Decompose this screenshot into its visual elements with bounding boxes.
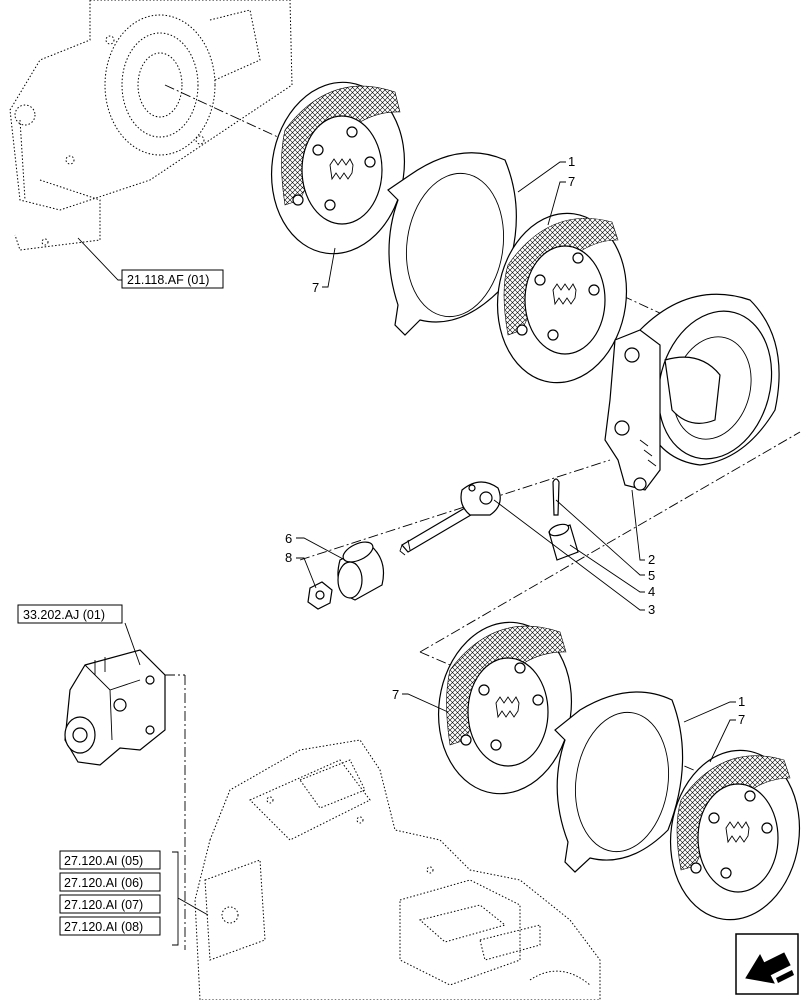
callout-2: 2 [648,552,655,567]
callout-7d-leader [709,719,736,763]
callout-1a: 1 [568,154,575,169]
callout-1b: 1 [738,694,745,709]
callout-4: 4 [648,584,655,599]
separator-plate-lower [554,691,684,873]
callout-6: 6 [285,531,292,546]
friction-disc-upper-left [270,81,406,255]
callout-1b-leader [683,701,736,723]
valve-unit [64,649,166,766]
callout-7b: 7 [312,280,319,295]
callout-7b-leader [322,247,336,288]
separator-plate-upper [387,152,517,336]
arrow-previous-icon[interactable] [735,933,799,995]
callout-3-leader [493,499,645,611]
ref-box-27120ai-07[interactable]: 27.120.AI (07) [59,894,161,914]
valve-centerline [165,674,186,950]
callout-8-leader [296,557,317,589]
callout-7a-leader [547,181,566,226]
ref-27120ai-07-label: 27.120.AI (07) [64,898,143,912]
ref-27120ai-08-label: 27.120.AI (08) [64,920,143,934]
callout-2-leader [631,489,645,561]
callout-5: 5 [648,568,655,583]
axis-centerline-lower [299,431,801,653]
friction-disc-lower-right [669,749,801,921]
callout-7c: 7 [392,687,399,702]
axis-centerline-upper [164,84,741,351]
callout-1a-leader [517,161,566,193]
ref-27120ai-05-label: 27.120.AI (05) [64,854,143,868]
callout-8: 8 [285,550,292,565]
ref-box-27120ai-05[interactable]: 27.120.AI (05) [59,850,161,870]
bushing [337,541,385,601]
actuating-rod [399,481,501,556]
clevis-pin [548,523,579,561]
ref-27120ai-bracket [172,851,209,946]
ref-33202aj-label: 33.202.AJ (01) [23,608,105,622]
ref-box-33202aj[interactable]: 33.202.AJ (01) [17,604,123,624]
ref-21118af-leader [77,237,122,281]
split-pin [552,478,560,516]
nut [307,581,333,610]
ref-box-27120ai-06[interactable]: 27.120.AI (06) [59,872,161,892]
front-housing-outline [9,0,293,251]
callout-5-leader [555,499,645,576]
callout-7a: 7 [568,174,575,189]
callout-7d: 7 [738,712,745,727]
callout-3: 3 [648,602,655,617]
friction-disc-upper-right [496,212,628,384]
callout-6-leader [296,537,346,561]
callout-7c-leader [402,693,449,713]
ref-box-21118af[interactable]: 21.118.AF (01) [121,269,224,289]
ref-21118af-label: 21.118.AF (01) [127,273,209,287]
ref-box-27120ai-08[interactable]: 27.120.AI (08) [59,916,161,936]
ref-33202aj-leader [124,622,141,666]
callout-4-leader [569,544,645,593]
ref-27120ai-06-label: 27.120.AI (06) [64,876,143,890]
brake-actuator-assembly [604,293,780,491]
rear-axle-housing-outline [194,739,601,1000]
